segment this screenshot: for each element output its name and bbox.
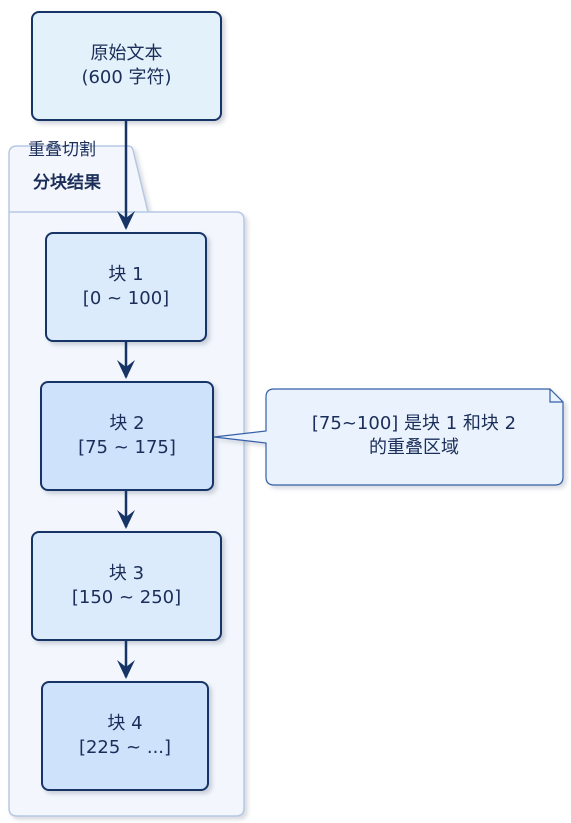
group-label: 重叠切割	[28, 140, 96, 160]
overlap-note-line-1: [75~100] 是块 1 和块 2	[311, 413, 517, 434]
chunk-1-node: 块 1 [0 ~ 100]	[45, 232, 207, 342]
overlap-note-line-2: 的重叠区域	[369, 437, 459, 458]
note-folded-corner	[549, 389, 563, 403]
group-title: 分块结果	[33, 173, 101, 193]
chunk-4-node: 块 4 [225 ~ ...]	[41, 681, 209, 791]
source-text-size: (600 字符)	[81, 67, 172, 88]
note-callout	[213, 388, 564, 486]
source-text-node: 原始文本 (600 字符)	[31, 11, 222, 121]
chunk-2-title: 块 2	[109, 413, 145, 434]
chunk-3-range: [150 ~ 250]	[71, 587, 182, 608]
chunk-4-title: 块 4	[107, 713, 143, 734]
arrowhead-chunk-2	[117, 360, 135, 379]
overlap-note: [75~100] 是块 1 和块 2 的重叠区域	[266, 412, 562, 460]
chunk-3-title: 块 3	[108, 563, 145, 584]
source-text-title: 原始文本	[90, 43, 163, 64]
chunk-2-range: [75 ~ 175]	[78, 437, 176, 458]
chunk-2-node: 块 2 [75 ~ 175]	[40, 381, 214, 491]
chunk-1-title: 块 1	[108, 264, 144, 285]
arrowhead-chunk-3	[117, 510, 135, 529]
chunk-4-range: [225 ~ ...]	[78, 737, 172, 758]
chunk-1-range: [0 ~ 100]	[82, 288, 170, 309]
arrowhead-chunk-1	[117, 211, 135, 230]
chunk-3-node: 块 3 [150 ~ 250]	[31, 531, 222, 641]
arrowhead-chunk-4	[117, 660, 135, 679]
